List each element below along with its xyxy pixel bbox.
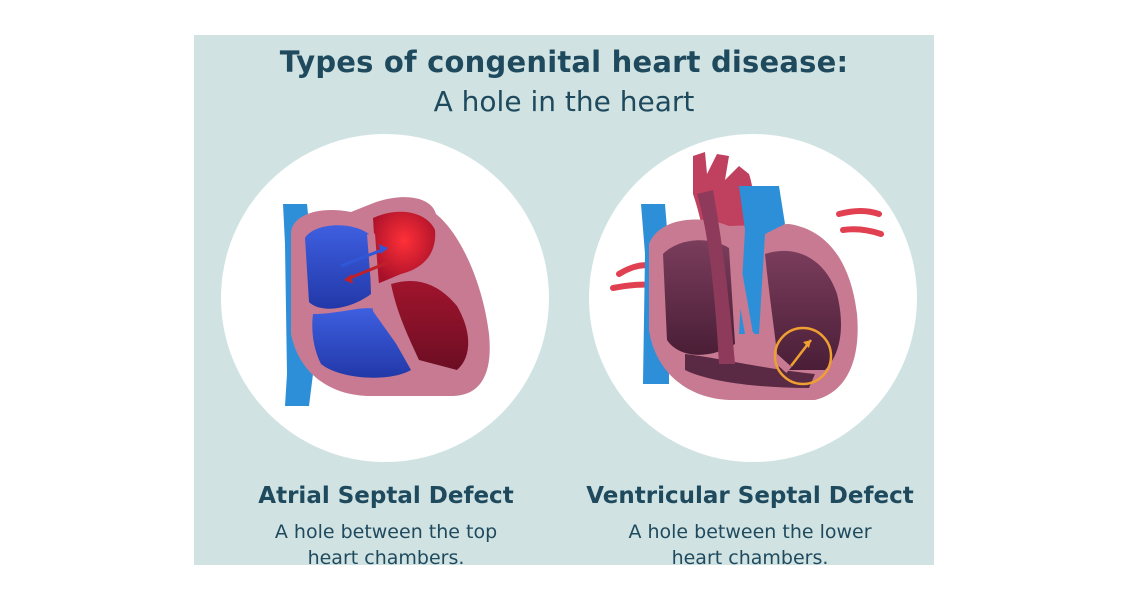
ventricular-septal-defect-heart-icon [610,152,884,400]
page-title: Types of congenital heart disease: [279,45,849,79]
page-subtitle: A hole in the heart [433,85,695,118]
asd-description-line-1: A hole between the top [274,521,498,543]
asd-heading: Atrial Septal Defect [258,483,514,509]
asd-illustration-circle [221,134,549,462]
vsd-heading: Ventricular Septal Defect [586,483,914,509]
vsd-description-line-1: A hole between the lower [628,521,872,543]
infographic-panel: Types of congenital heart disease: A hol… [194,35,934,565]
atrial-septal-defect-heart-icon [283,197,490,406]
asd-description: A hole between the top heart chambers. [216,519,556,565]
vsd-description-line-2: heart chambers. [671,547,829,565]
vsd-illustration-circle [589,134,917,462]
asd-description-line-2: heart chambers. [307,547,465,565]
vsd-description: A hole between the lower heart chambers. [570,519,930,565]
